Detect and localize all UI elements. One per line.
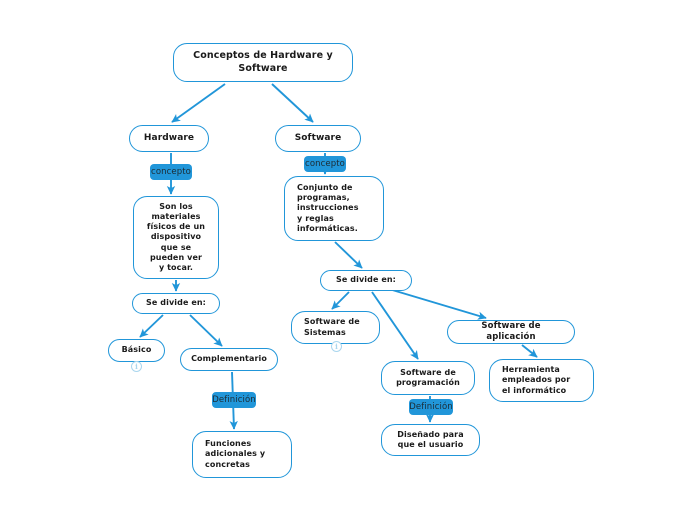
node-label: Software de programación: [396, 367, 460, 387]
node-software-def[interactable]: Conjunto de programas, instrucciones y r…: [284, 176, 384, 241]
node-label: Son los materiales físicos de un disposi…: [146, 201, 206, 273]
connector-edge-divide-complementario: [189, 314, 223, 347]
node-complementario[interactable]: Complementario: [180, 348, 278, 371]
node-software-aplicacion[interactable]: Software de aplicación: [447, 320, 575, 344]
node-label: Software de Sistemas: [304, 317, 360, 337]
node-label: Conceptos de Hardware y Software: [193, 50, 333, 74]
node-diseniado[interactable]: Diseñado para que el usuario: [381, 424, 480, 456]
node-label: Funciones adicionales y concretas: [205, 439, 266, 469]
node-hardware-divide[interactable]: Se divide en:: [132, 293, 220, 314]
node-label: Software de aplicación: [481, 321, 541, 342]
node-software-divide[interactable]: Se divide en:: [320, 270, 412, 291]
node-basico[interactable]: Básico: [108, 339, 165, 362]
node-label: Hardware: [143, 132, 195, 143]
connector-edge-aplicacion-herramienta: [521, 344, 538, 358]
node-label: Se divide en:: [146, 298, 206, 308]
node-label: Diseñado para que el usuario: [397, 429, 464, 449]
node-software-programacion[interactable]: Software de programación: [381, 361, 475, 395]
connector-edge-divide-aplicacion: [388, 288, 487, 320]
handle-basico-icon[interactable]: i: [131, 361, 142, 372]
connector-edge-root-hardware: [171, 83, 226, 123]
node-label: Complementario: [191, 354, 267, 364]
node-herramienta[interactable]: Herramienta empleados por el informático: [489, 359, 594, 402]
node-label: Se divide en:: [336, 275, 396, 285]
node-funciones[interactable]: Funciones adicionales y concretas: [192, 431, 292, 478]
node-root[interactable]: Conceptos de Hardware y Software: [173, 43, 353, 82]
badge-software-concepto[interactable]: concepto: [304, 156, 346, 172]
badge-programacion-definicion[interactable]: Definición: [409, 399, 453, 415]
connector-edge-softwaredef-divide: [334, 241, 363, 269]
node-hardware-def[interactable]: Son los materiales físicos de un disposi…: [133, 196, 219, 279]
node-hardware[interactable]: Hardware: [129, 125, 209, 152]
node-label: Software: [294, 132, 342, 143]
connector-edge-root-software: [271, 83, 314, 123]
node-label: Básico: [121, 345, 152, 355]
node-label: Conjunto de programas, instrucciones y r…: [297, 182, 359, 233]
node-software-sistemas[interactable]: Software de Sistemas: [291, 311, 380, 344]
badge-complementario-definicion[interactable]: Definición: [212, 392, 256, 408]
connector-edge-divide-basico: [139, 314, 164, 338]
connector-edge-divide-sistemas: [331, 291, 350, 310]
badge-hardware-concepto[interactable]: concepto: [150, 164, 192, 180]
node-software[interactable]: Software: [275, 125, 361, 152]
node-label: Herramienta empleados por el informático: [502, 365, 571, 395]
handle-software-sistemas-icon[interactable]: i: [331, 341, 342, 352]
